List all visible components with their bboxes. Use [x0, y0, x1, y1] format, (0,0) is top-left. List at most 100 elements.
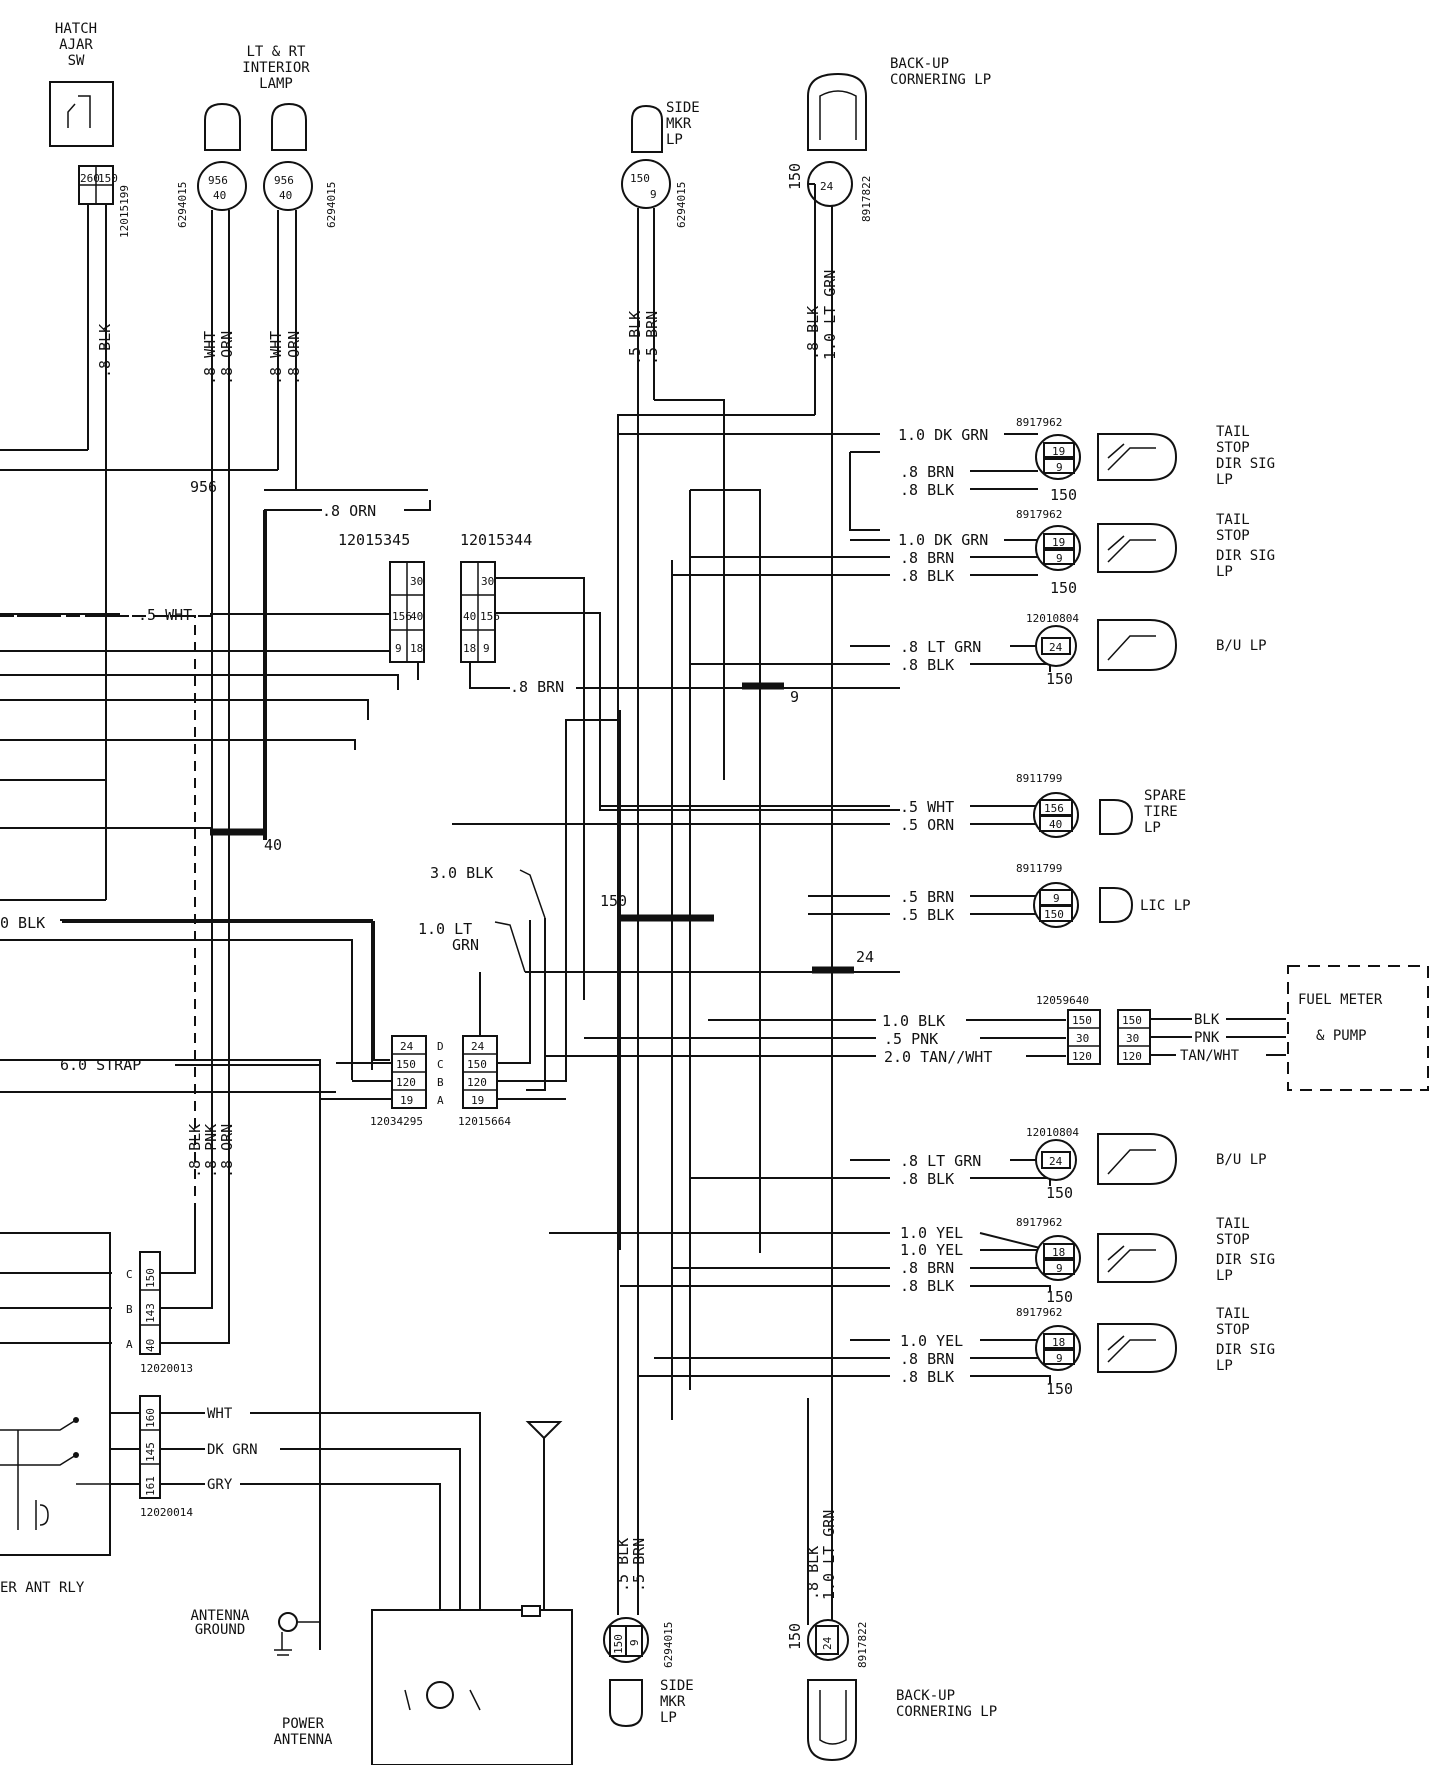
sidemkr-bot-circuit-150: 150 [612, 1634, 625, 1654]
fuel-wire-pnk: .5 PNK [884, 1030, 938, 1048]
conn1-cell-143: 143 [144, 1303, 157, 1323]
mid-ltgrn-label: 1.0 LT [418, 920, 472, 938]
connector-group-mid: .8 ORN 12015345 12015344 30 156 40 9 18 … [0, 500, 900, 1650]
spare-circuit-156: 156 [1044, 802, 1064, 815]
tail3-ground: 150 [1046, 1288, 1073, 1306]
tail2-wire-brn: .8 BRN [900, 549, 954, 567]
tail1-ground: 150 [1050, 486, 1077, 504]
conn-d-part: 12015664 [458, 1115, 511, 1128]
bu1-title: B/U LP [1216, 638, 1267, 654]
antenna-relay-section: .8 BLK .8 PNK .8 ORN 150 143 40 C B A 12… [0, 1124, 481, 1765]
conn-a-cell-18: 18 [410, 642, 423, 655]
sidemkr-bot-title-1: SIDE [660, 1678, 694, 1694]
interior-title-3: LAMP [259, 76, 293, 92]
bu1-wire-ltgrn: .8 LT GRN [900, 638, 981, 656]
sidemkr-top-wire-blk: .5 BLK [626, 311, 644, 365]
tail2-wire-blk: .8 BLK [900, 567, 954, 585]
conn-a-cell-30: 30 [410, 575, 423, 588]
backup-cornering-top: BACK-UP CORNERING LP 24 150 8917822 .8 B… [786, 56, 991, 1350]
conn-a-cell-40: 40 [410, 610, 423, 623]
tail3-wire-yel-2: 1.0 YEL [900, 1241, 963, 1259]
backup-top-part: 8917822 [860, 176, 873, 222]
fuel-circuit-150-b: 150 [1122, 1014, 1142, 1027]
tail4-wire-yel: 1.0 YEL [900, 1332, 963, 1350]
backup-top-wire-blk: .8 BLK [804, 306, 822, 360]
tail1-circuit-19: 19 [1052, 445, 1065, 458]
spare-title-1: SPARE [1144, 788, 1186, 804]
tail3-title-3: DIR SIG [1216, 1252, 1275, 1268]
tail2-title-1: TAIL [1216, 512, 1250, 528]
tail3-title-4: LP [1216, 1268, 1233, 1284]
conn1-pin-a: A [126, 1338, 133, 1351]
tail1-wire-dkgrn: 1.0 DK GRN [898, 426, 988, 444]
interior-wire-wht-l: .8 WHT [201, 331, 219, 385]
tail-lamp-3: 8917962 1.0 YEL 1.0 YEL .8 BRN .8 BLK 18… [549, 1216, 1275, 1306]
fuel-wire-blk: 1.0 BLK [882, 1012, 945, 1030]
fuel-circuit-150: 150 [1072, 1014, 1092, 1027]
spare-tire-lamp: 8911799 .5 WHT .5 ORN 156 40 SPARE TIRE … [452, 772, 1186, 838]
spare-title-2: TIRE [1144, 804, 1178, 820]
sidemkr-top-title-2: MKR [666, 116, 692, 132]
interior-lamp: LT & RT INTERIOR LAMP 956 40 956 40 6294… [0, 44, 338, 1210]
mid-blk-x-label: 0 BLK [0, 914, 45, 932]
bu2-wire-ltgrn: .8 LT GRN [900, 1152, 981, 1170]
tail4-part: 8917962 [1016, 1306, 1062, 1319]
lic-part: 8911799 [1016, 862, 1062, 875]
interior-wire-orn-r: .8 ORN [285, 331, 303, 385]
tail2-title-3: DIR SIG [1216, 548, 1275, 564]
tail4-circuit-9: 9 [1056, 1352, 1063, 1365]
interior-part-right: 6294015 [325, 182, 338, 228]
spare-part: 8911799 [1016, 772, 1062, 785]
sidemkr-top-circuit-9: 9 [650, 188, 657, 201]
fuel-wire-tan: 2.0 TAN//WHT [884, 1048, 992, 1066]
conn1-cell-150: 150 [144, 1268, 157, 1288]
conn2-wire-dkgrn: DK GRN [207, 1442, 258, 1458]
conn-c-pin-a: A [437, 1094, 444, 1107]
sidemkr-bot-circuit-9: 9 [628, 1639, 641, 1646]
conn-c-cell-19: 19 [400, 1094, 413, 1107]
interior-title-2: INTERIOR [242, 60, 310, 76]
lic-title: LIC LP [1140, 898, 1191, 914]
conn1-cell-40: 40 [144, 1339, 157, 1352]
fuel-part: 12059640 [1036, 994, 1089, 1007]
fuel-circuit-30-b: 30 [1126, 1032, 1139, 1045]
conn2-cell-160: 160 [144, 1408, 157, 1428]
lic-circuit-150: 150 [1044, 908, 1064, 921]
relay-label: ER ANT RLY [0, 1580, 85, 1596]
backup-top-title-2: CORNERING LP [890, 72, 991, 88]
sidemkr-top-circuit-150: 150 [630, 172, 650, 185]
interior-wire-wht-r: .8 WHT [267, 331, 285, 385]
hatch-title-1: HATCH [55, 21, 97, 37]
tail2-circuit-19: 19 [1052, 536, 1065, 549]
conn-b-cell-40: 40 [463, 610, 476, 623]
conn-d-cell-19: 19 [471, 1094, 484, 1107]
tail3-wire-brn: .8 BRN [900, 1259, 954, 1277]
conn-a-cell-9: 9 [395, 642, 402, 655]
spare-circuit-40: 40 [1049, 818, 1062, 831]
fuel-out-pnk: PNK [1194, 1030, 1220, 1046]
tail3-circuit-18: 18 [1052, 1246, 1065, 1259]
interior-r-circuit-40: 40 [279, 189, 292, 202]
bu-lamp-1: 12010804 .8 LT GRN .8 BLK 24 150 B/U LP [690, 612, 1267, 688]
bu2-title: B/U LP [1216, 1152, 1267, 1168]
backup-top-circuit-24: 24 [820, 180, 834, 193]
harness-wires [0, 399, 880, 1420]
conn-12015345-part: 12015345 [338, 531, 410, 549]
tail-lamp-4: 8917962 1.0 YEL .8 BRN .8 BLK 18 9 150 T… [638, 1306, 1275, 1398]
tail3-wire-blk: .8 BLK [900, 1277, 954, 1295]
spare-title-3: LP [1144, 820, 1161, 836]
bu1-part: 12010804 [1026, 612, 1079, 625]
backup-top-circuit-150: 150 [786, 163, 804, 190]
tail1-title-4: LP [1216, 472, 1233, 488]
tail3-circuit-9: 9 [1056, 1262, 1063, 1275]
interior-title-1: LT & RT [246, 44, 306, 60]
splice-956-label: 956 [190, 478, 217, 496]
tail2-wire-dkgrn: 1.0 DK GRN [898, 531, 988, 549]
fuel-circuit-30: 30 [1076, 1032, 1089, 1045]
connector-group-lower: 24 150 120 19 24 150 120 19 D C B A 1203… [320, 719, 620, 1128]
backup-bot-circuit-150: 150 [786, 1623, 804, 1650]
sidemkr-top-title-3: LP [666, 132, 683, 148]
interior-l-circuit-956: 956 [208, 174, 228, 187]
conn-d-cell-120: 120 [467, 1076, 487, 1089]
